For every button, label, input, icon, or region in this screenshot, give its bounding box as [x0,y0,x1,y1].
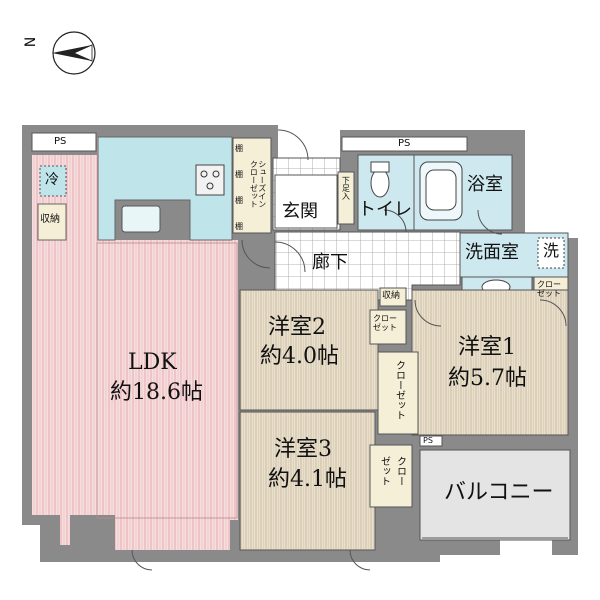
shoes-box-label: 下足入 [341,176,351,200]
sink [121,205,161,233]
toilet-label: トイレ [358,199,412,220]
closet-w3b-label: ゼット [378,456,390,486]
shoes-closet-label: シューズイン クローゼット [249,160,267,208]
shelf-labels: 棚 棚 棚 棚 [235,145,243,231]
entrance-label: 玄関 [282,201,318,222]
ldk-storage [37,203,67,241]
shelf-label: 棚 [235,170,243,179]
hall-storage-label: 収納 [382,291,401,301]
ldk-size: 約18.6帖 [110,380,203,405]
balcony-name: バルコニー [444,480,554,505]
hallway-label: 廊下 [312,252,348,273]
western2-floor [239,289,379,411]
western1-size: 約5.7帖 [448,366,527,391]
western2-size: 約4.0帖 [260,344,339,369]
western1-name: 洋室1 [458,335,516,360]
kitchen-counter [97,136,233,241]
western2-name: 洋室2 [268,315,326,340]
shelf-label: 棚 [235,222,243,231]
fridge-label: 冷 [45,172,59,188]
ps-label-left: PS [54,136,67,147]
bathroom-label: 浴室 [467,174,503,195]
western3-floor [239,411,376,551]
closet-w3a-label: クロー [394,456,406,486]
shoes-closet [232,137,272,234]
ldk-floor [32,137,238,550]
compass [52,31,96,75]
ps-label-top: PS [398,138,411,149]
balcony-floor [419,449,571,541]
western3-size: 約4.1帖 [268,467,347,492]
ldk-name: LDK [128,350,177,375]
closet-w2-label: クロー ゼット [373,314,397,333]
shelf-label: 棚 [235,196,243,205]
washer-label: 洗 [543,241,560,260]
closet-mid-label: クローゼット [393,360,405,420]
north-label: N [23,36,40,48]
closet-w1-label: クロー ゼット [537,280,561,299]
western3-name: 洋室3 [274,437,332,462]
stove [195,164,225,196]
western1-floor [411,289,569,436]
washroom-label: 洗面室 [465,242,519,263]
ldk-storage-label: 収納 [40,214,60,225]
shelf-label: 棚 [235,144,243,153]
shoes-box [337,171,355,225]
fridge [39,165,67,197]
ps-label-small: PS [423,436,433,445]
